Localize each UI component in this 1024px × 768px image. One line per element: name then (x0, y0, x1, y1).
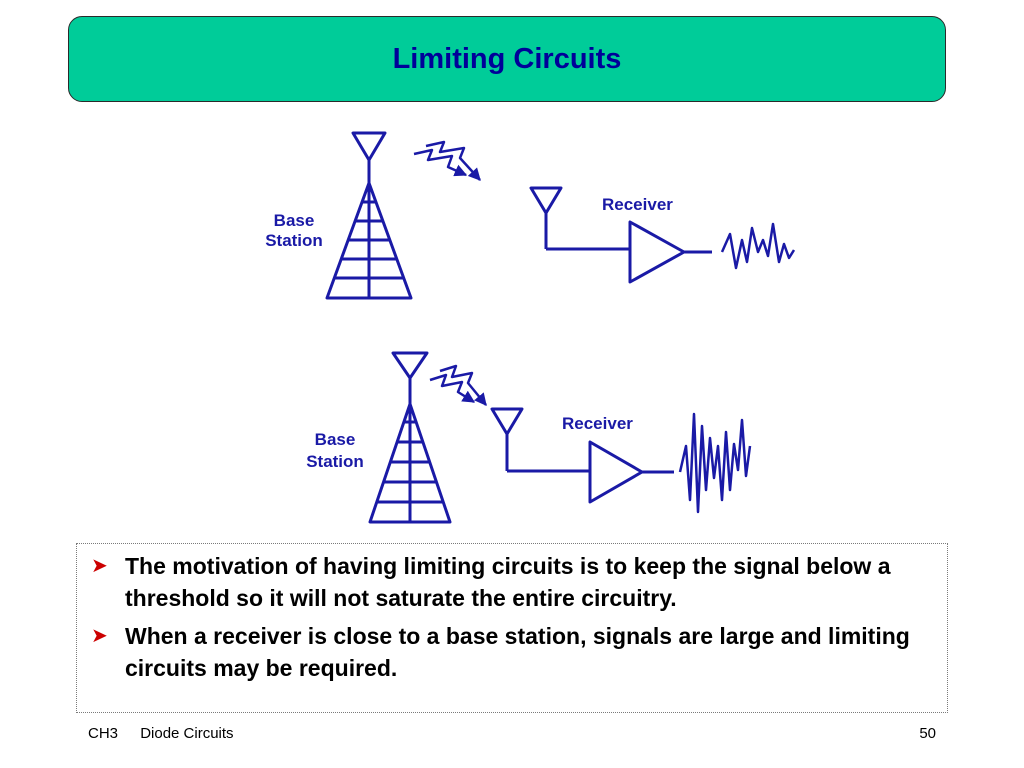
bullet-text: When a receiver is close to a base stati… (125, 623, 910, 681)
bullet-text: The motivation of having limiting circui… (125, 553, 891, 611)
bottom-base-label-line-1: Base (315, 430, 356, 449)
bottom-output-signal-icon (678, 412, 752, 514)
arrow-bullet-icon: ➤ (91, 555, 108, 577)
top-receiver-antenna-icon (529, 186, 630, 251)
slide-title: Limiting Circuits (392, 42, 622, 75)
bottom-radio-wave-icon (429, 364, 487, 406)
bottom-receiver-label: Receiver (562, 414, 633, 433)
bullet-item: ➤ The motivation of having limiting circ… (91, 550, 937, 614)
bottom-base-station-tower-icon (368, 351, 452, 524)
base-station-diagram: Base Station Receiver Base Station Recei… (265, 131, 796, 524)
footer-topic: Diode Circuits (140, 725, 234, 742)
footer-left: CH3 Diode Circuits (88, 725, 252, 742)
top-radio-wave-icon (413, 140, 481, 181)
bottom-receiver-amplifier-icon (588, 440, 674, 504)
top-receiver-amplifier-icon (628, 220, 712, 284)
arrow-bullet-icon: ➤ (91, 625, 108, 647)
top-base-label-line-2: Station (265, 231, 323, 250)
title-banner: Limiting Circuits (68, 16, 946, 102)
bullet-text-box: ➤ The motivation of having limiting circ… (76, 543, 948, 713)
top-base-station-tower-icon (325, 131, 413, 300)
bullet-item: ➤ When a receiver is close to a base sta… (91, 620, 937, 684)
top-output-signal-icon (720, 222, 796, 270)
bottom-base-label-line-2: Station (306, 452, 364, 471)
page-number: 50 (919, 725, 936, 742)
top-receiver-label: Receiver (602, 195, 673, 214)
bottom-receiver-antenna-icon (490, 407, 590, 473)
top-base-label-line-1: Base (274, 211, 315, 230)
footer-chapter: CH3 (88, 725, 119, 742)
